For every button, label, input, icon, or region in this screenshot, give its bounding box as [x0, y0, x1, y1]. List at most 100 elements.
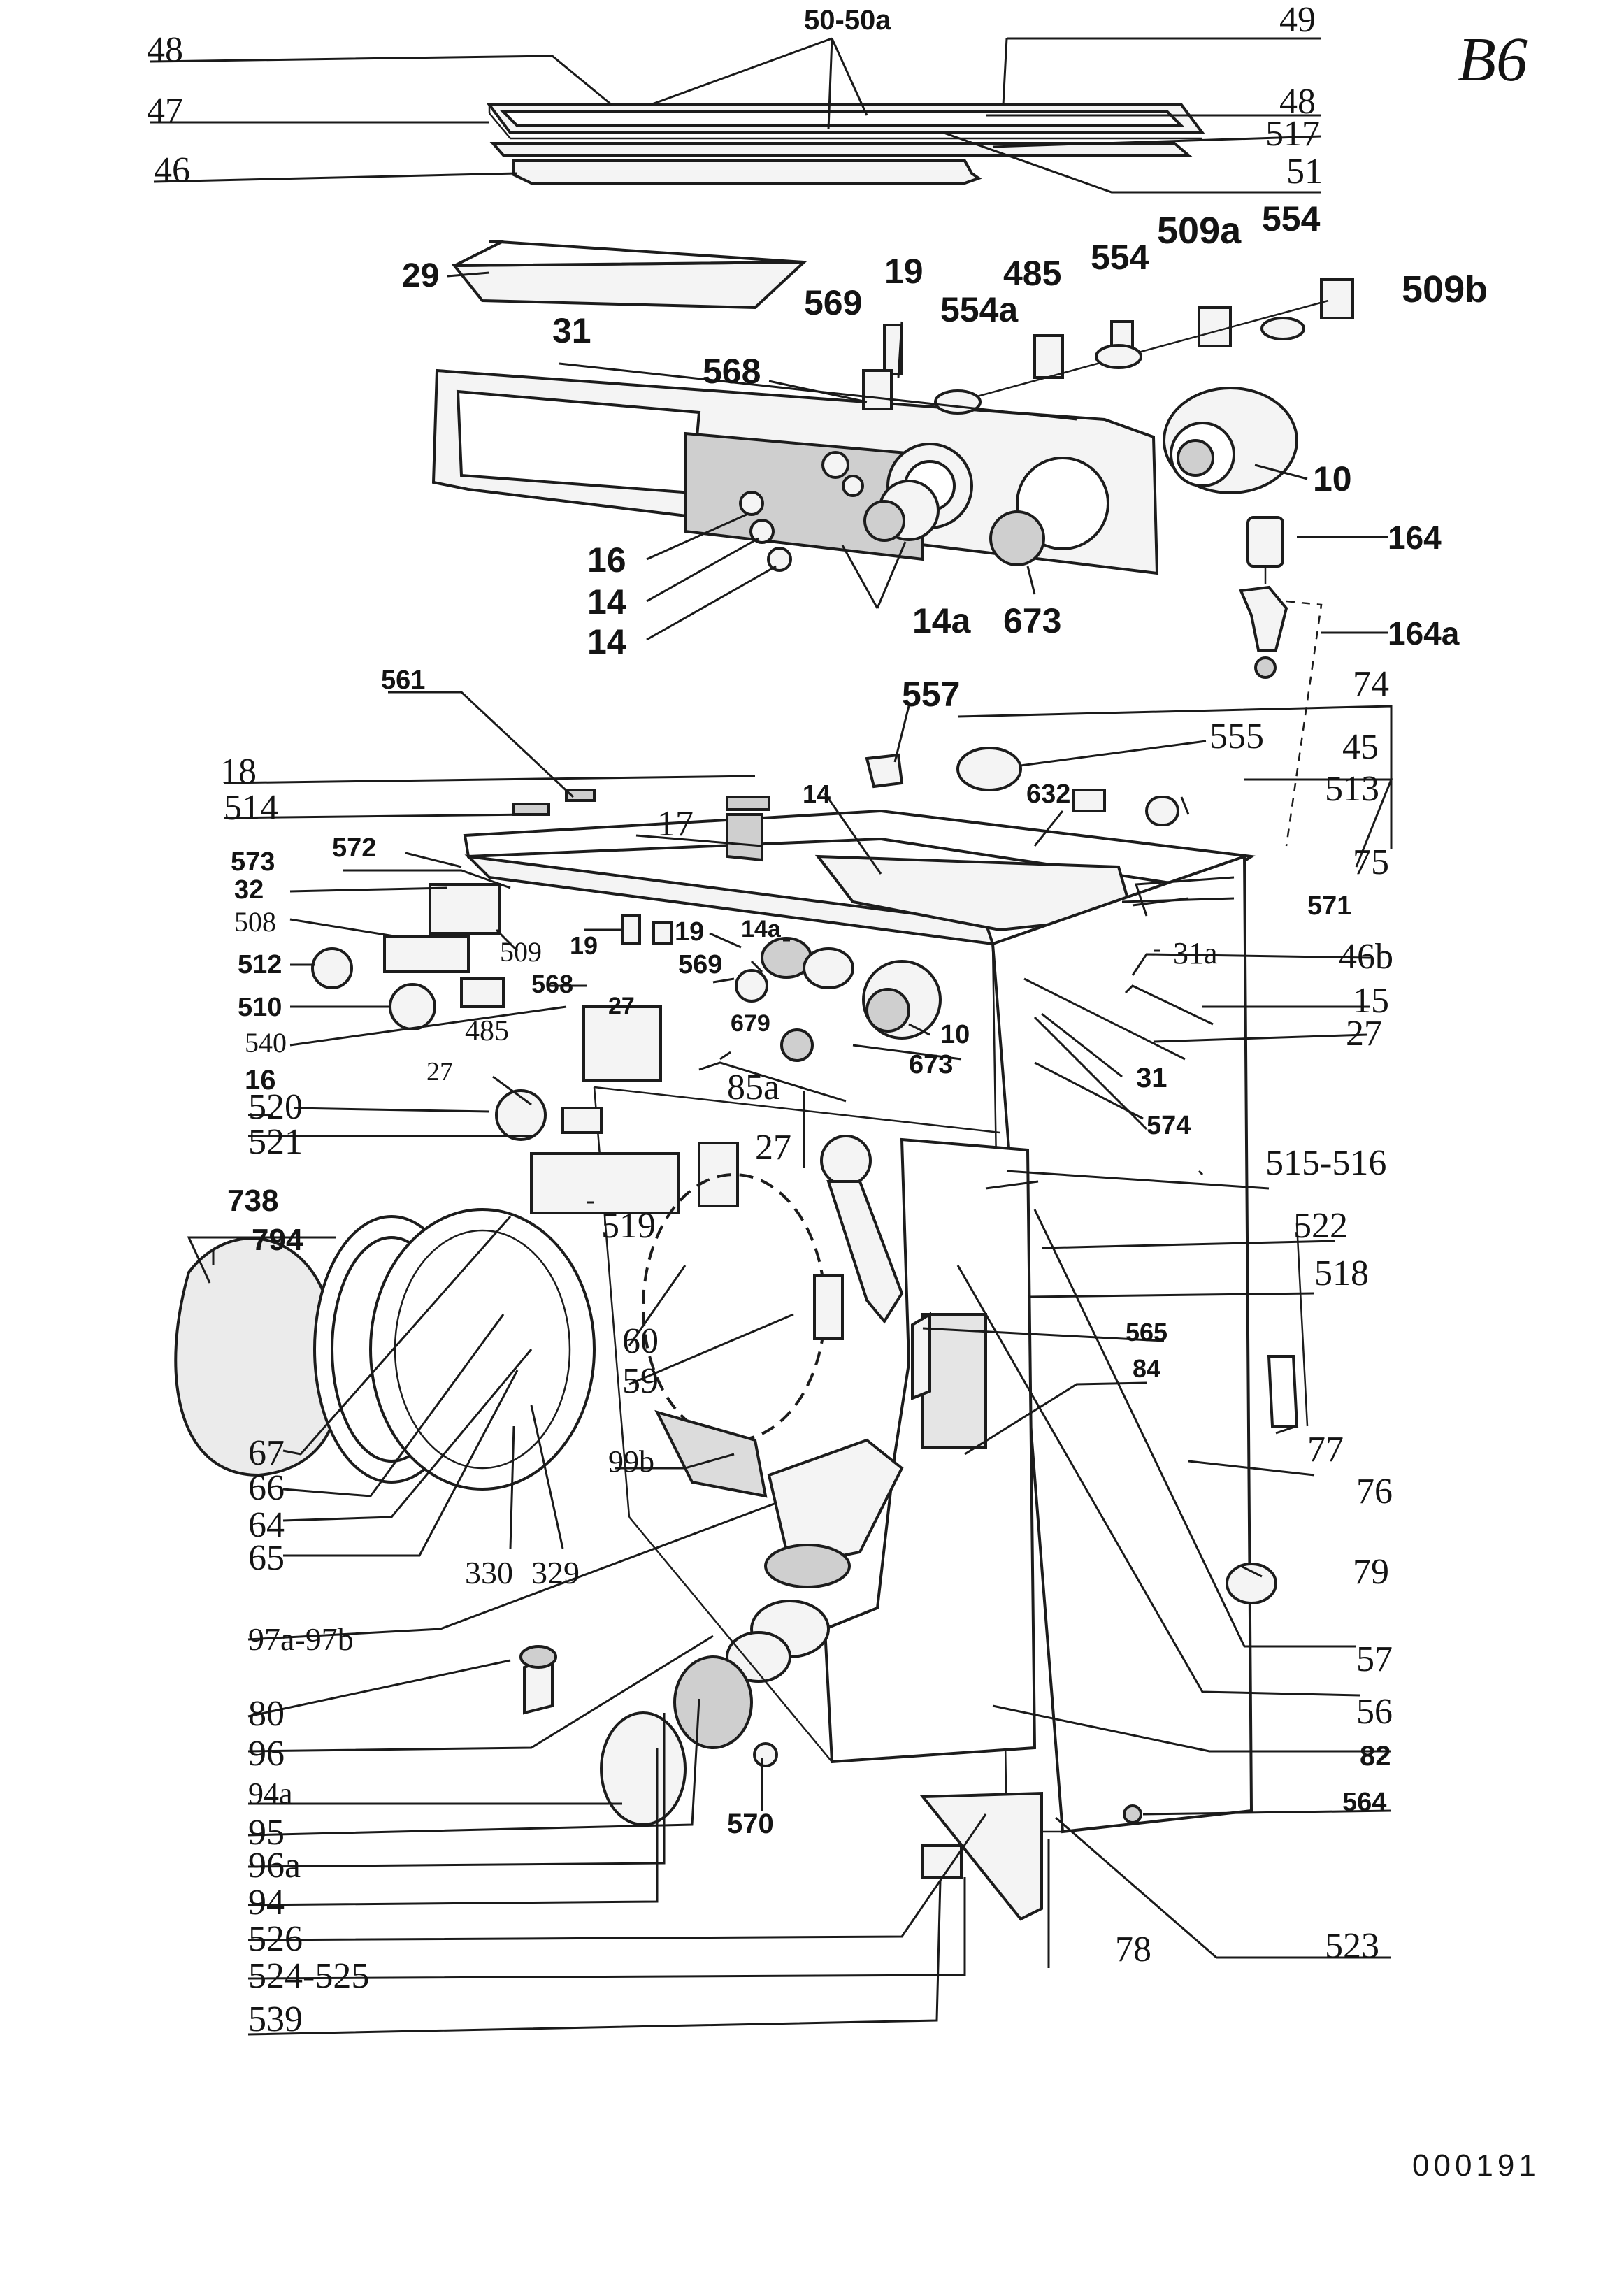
label-78: 78 — [1115, 1930, 1151, 1969]
label-526: 526 — [248, 1919, 303, 1959]
label-517: 517 — [1265, 114, 1320, 154]
label-571: 571 — [1307, 891, 1351, 921]
label-48-right: 48 — [1279, 82, 1316, 122]
label-523: 523 — [1325, 1926, 1379, 1966]
label-19-top: 19 — [884, 252, 924, 291]
label-565: 565 — [1126, 1318, 1167, 1346]
timer-knob-part — [1163, 387, 1298, 494]
label-673-mid: 673 — [909, 1050, 953, 1079]
label-80: 80 — [248, 1694, 285, 1734]
label-573: 573 — [231, 847, 275, 877]
document-number: 000191 — [1412, 2148, 1540, 2183]
label-569-top: 569 — [804, 283, 862, 322]
label-554a: 554a — [940, 290, 1019, 329]
label-97a-97b: 97a-97b — [248, 1621, 354, 1657]
label-14a-mid: 14a — [741, 916, 782, 942]
label-570: 570 — [727, 1809, 774, 1839]
label-27-d: 27 — [755, 1128, 791, 1168]
label-65: 65 — [248, 1538, 285, 1578]
label-569-mid: 569 — [678, 950, 722, 979]
label-60: 60 — [622, 1321, 659, 1361]
label-27-b: 27 — [1346, 1014, 1382, 1054]
label-519: 519 — [601, 1206, 656, 1246]
label-515-516: 515-516 — [1265, 1143, 1386, 1183]
label-45: 45 — [1342, 727, 1379, 767]
strip-part — [512, 159, 982, 185]
switch-bank-part — [311, 883, 942, 1324]
label-520: 520 — [248, 1087, 303, 1127]
label-568-mid: 568 — [531, 970, 573, 998]
control-panel-part — [431, 368, 1159, 575]
label-632: 632 — [1026, 780, 1070, 809]
label-31-top: 31 — [552, 311, 591, 350]
label-512: 512 — [238, 950, 282, 979]
label-57: 57 — [1356, 1639, 1393, 1679]
label-568-top: 568 — [703, 352, 761, 391]
label-79: 79 — [1353, 1552, 1389, 1592]
label-164: 164 — [1388, 519, 1442, 556]
label-679: 679 — [731, 1010, 770, 1037]
label-96a: 96a — [248, 1846, 301, 1886]
label-51: 51 — [1286, 152, 1323, 192]
lid-sheet-part — [489, 142, 1193, 157]
label-99b: 99b — [608, 1444, 654, 1479]
label-14a-top: 14a — [912, 601, 972, 640]
label-64: 64 — [248, 1505, 285, 1545]
cabinet-body-part — [593, 854, 1253, 1834]
label-75: 75 — [1353, 842, 1389, 882]
part-labels: B6 50-50a 49 48 47 48 517 46 51 29 509a … — [147, 0, 1540, 2183]
label-673-top: 673 — [1003, 601, 1061, 640]
label-19-mid-a: 19 — [570, 931, 598, 960]
label-27-a: 27 — [608, 993, 635, 1019]
label-10-mid: 10 — [940, 1020, 970, 1049]
label-564: 564 — [1342, 1788, 1386, 1817]
label-95: 95 — [248, 1813, 285, 1853]
label-539: 539 — [248, 1999, 303, 2039]
label-510: 510 — [238, 993, 282, 1022]
label-76: 76 — [1356, 1472, 1393, 1511]
cover-strip-part — [451, 260, 808, 310]
label-82: 82 — [1360, 1741, 1391, 1772]
label-540: 540 — [245, 1027, 287, 1058]
label-77: 77 — [1307, 1430, 1344, 1470]
capacitor-part — [1239, 516, 1323, 847]
label-85a: 85a — [727, 1068, 779, 1107]
label-29: 29 — [402, 257, 439, 294]
label-514: 514 — [224, 788, 278, 828]
label-554-a: 554 — [1262, 199, 1321, 238]
top-switches — [862, 278, 1354, 415]
label-46: 46 — [154, 150, 190, 190]
label-94: 94 — [248, 1883, 285, 1923]
label-59: 59 — [622, 1361, 659, 1401]
label-524-525: 524-525 — [248, 1956, 369, 1996]
corner-code: B6 — [1458, 25, 1528, 94]
label-508: 508 — [234, 906, 276, 938]
label-513: 513 — [1325, 769, 1379, 809]
label-47: 47 — [147, 91, 183, 131]
label-794: 794 — [252, 1223, 303, 1257]
label-518: 518 — [1314, 1254, 1369, 1293]
label-509a: 509a — [1157, 210, 1242, 252]
lower-parts — [519, 1223, 1309, 1921]
label-15: 15 — [1353, 981, 1389, 1021]
leader-lines — [150, 37, 1393, 2036]
label-50-50a: 50-50a — [804, 5, 891, 36]
label-561: 561 — [381, 666, 425, 695]
label-32: 32 — [234, 875, 264, 905]
parts-artwork — [174, 103, 1354, 1921]
label-738: 738 — [227, 1184, 278, 1218]
label-31-mid: 31 — [1136, 1063, 1167, 1093]
label-557: 557 — [902, 675, 960, 714]
label-27-c: 27 — [426, 1057, 453, 1086]
label-485-top: 485 — [1003, 254, 1061, 293]
label-509: 509 — [500, 936, 542, 968]
label-19-mid-b: 19 — [675, 917, 704, 947]
label-509b: 509b — [1402, 268, 1488, 310]
label-554-b: 554 — [1091, 238, 1149, 277]
label-31a: 31a — [1173, 936, 1218, 970]
label-84: 84 — [1133, 1354, 1160, 1383]
label-574: 574 — [1147, 1111, 1191, 1140]
worktop-part — [487, 103, 1205, 140]
label-329: 329 — [531, 1555, 580, 1590]
